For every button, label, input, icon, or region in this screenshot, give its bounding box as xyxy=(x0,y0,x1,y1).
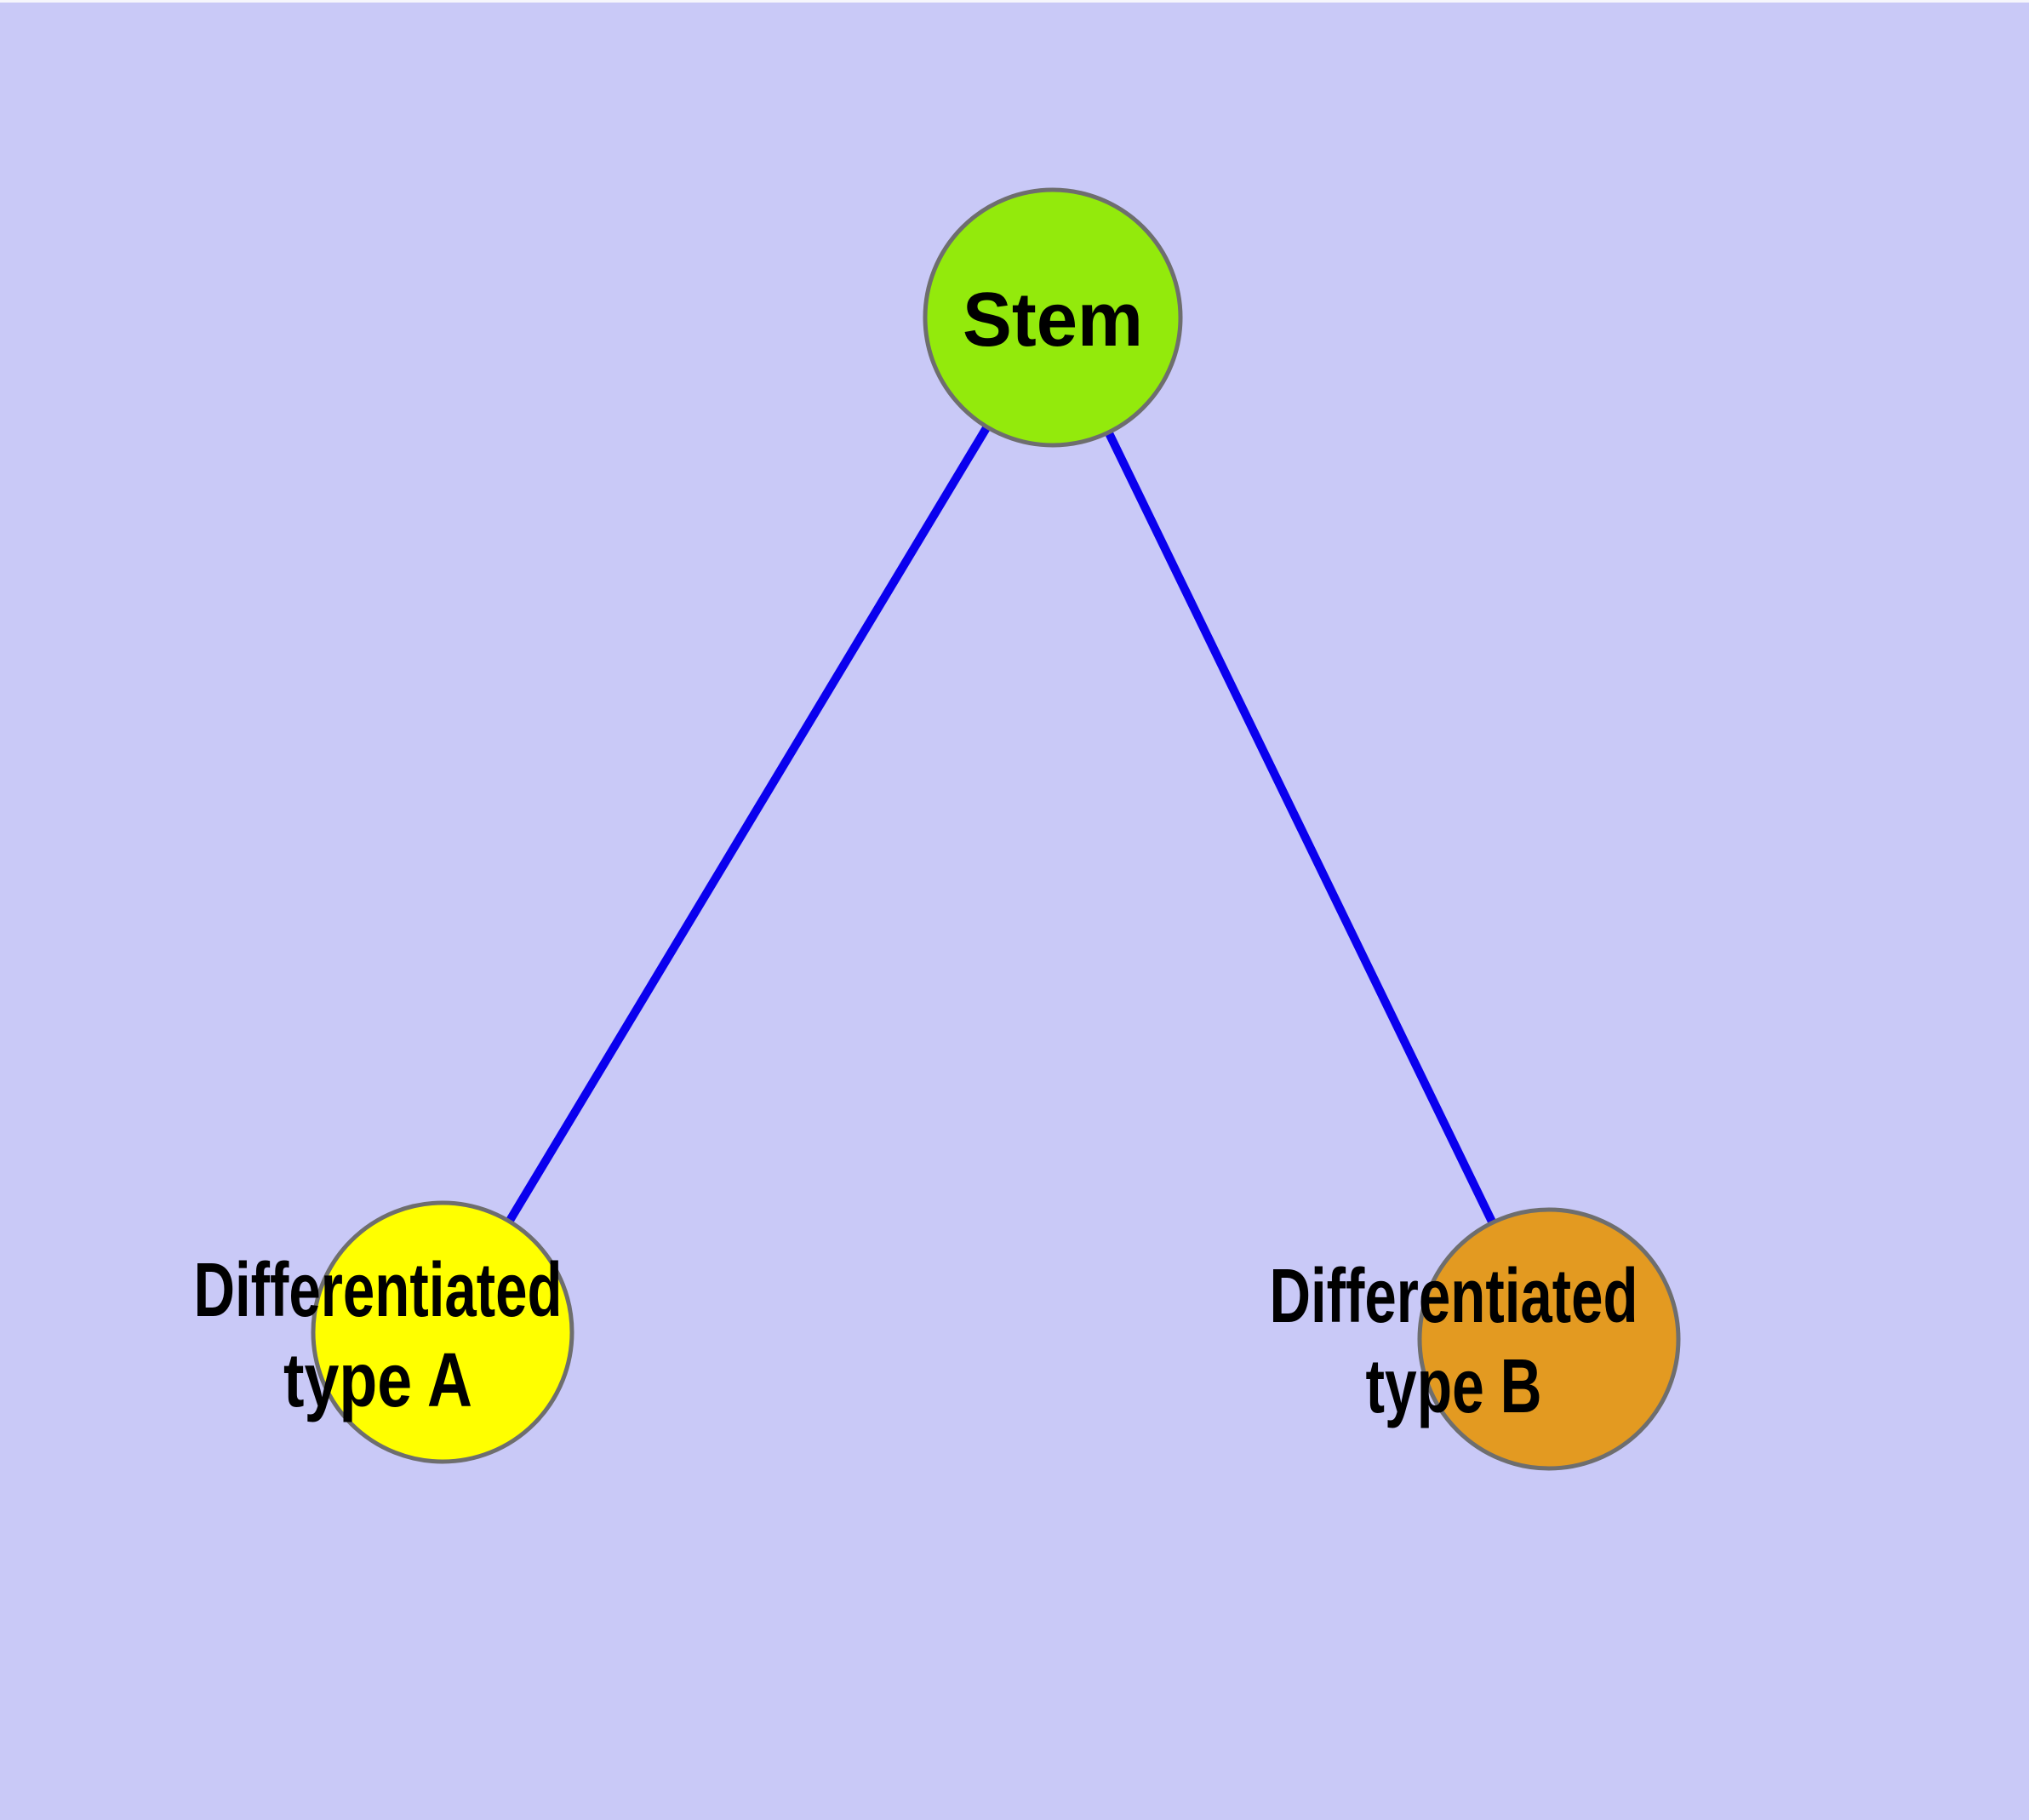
edge-stem-to-type-a xyxy=(438,315,1057,1335)
node-type-a-label-line2: type A xyxy=(283,1338,472,1423)
top-edge-strip xyxy=(0,0,2029,3)
node-type-a-label-line1: Differentiated xyxy=(194,1248,563,1333)
node-type-b-circle xyxy=(1417,1207,1681,1471)
node-type-b-label-line2: type B xyxy=(1366,1344,1542,1429)
node-stem-circle xyxy=(923,187,1183,448)
edge-stem-to-type-b xyxy=(1049,315,1553,1342)
node-stem-label: Stem xyxy=(963,278,1143,363)
node-type-b-label-line1: Differentiated xyxy=(1270,1254,1638,1339)
node-type-a-circle xyxy=(311,1200,574,1464)
